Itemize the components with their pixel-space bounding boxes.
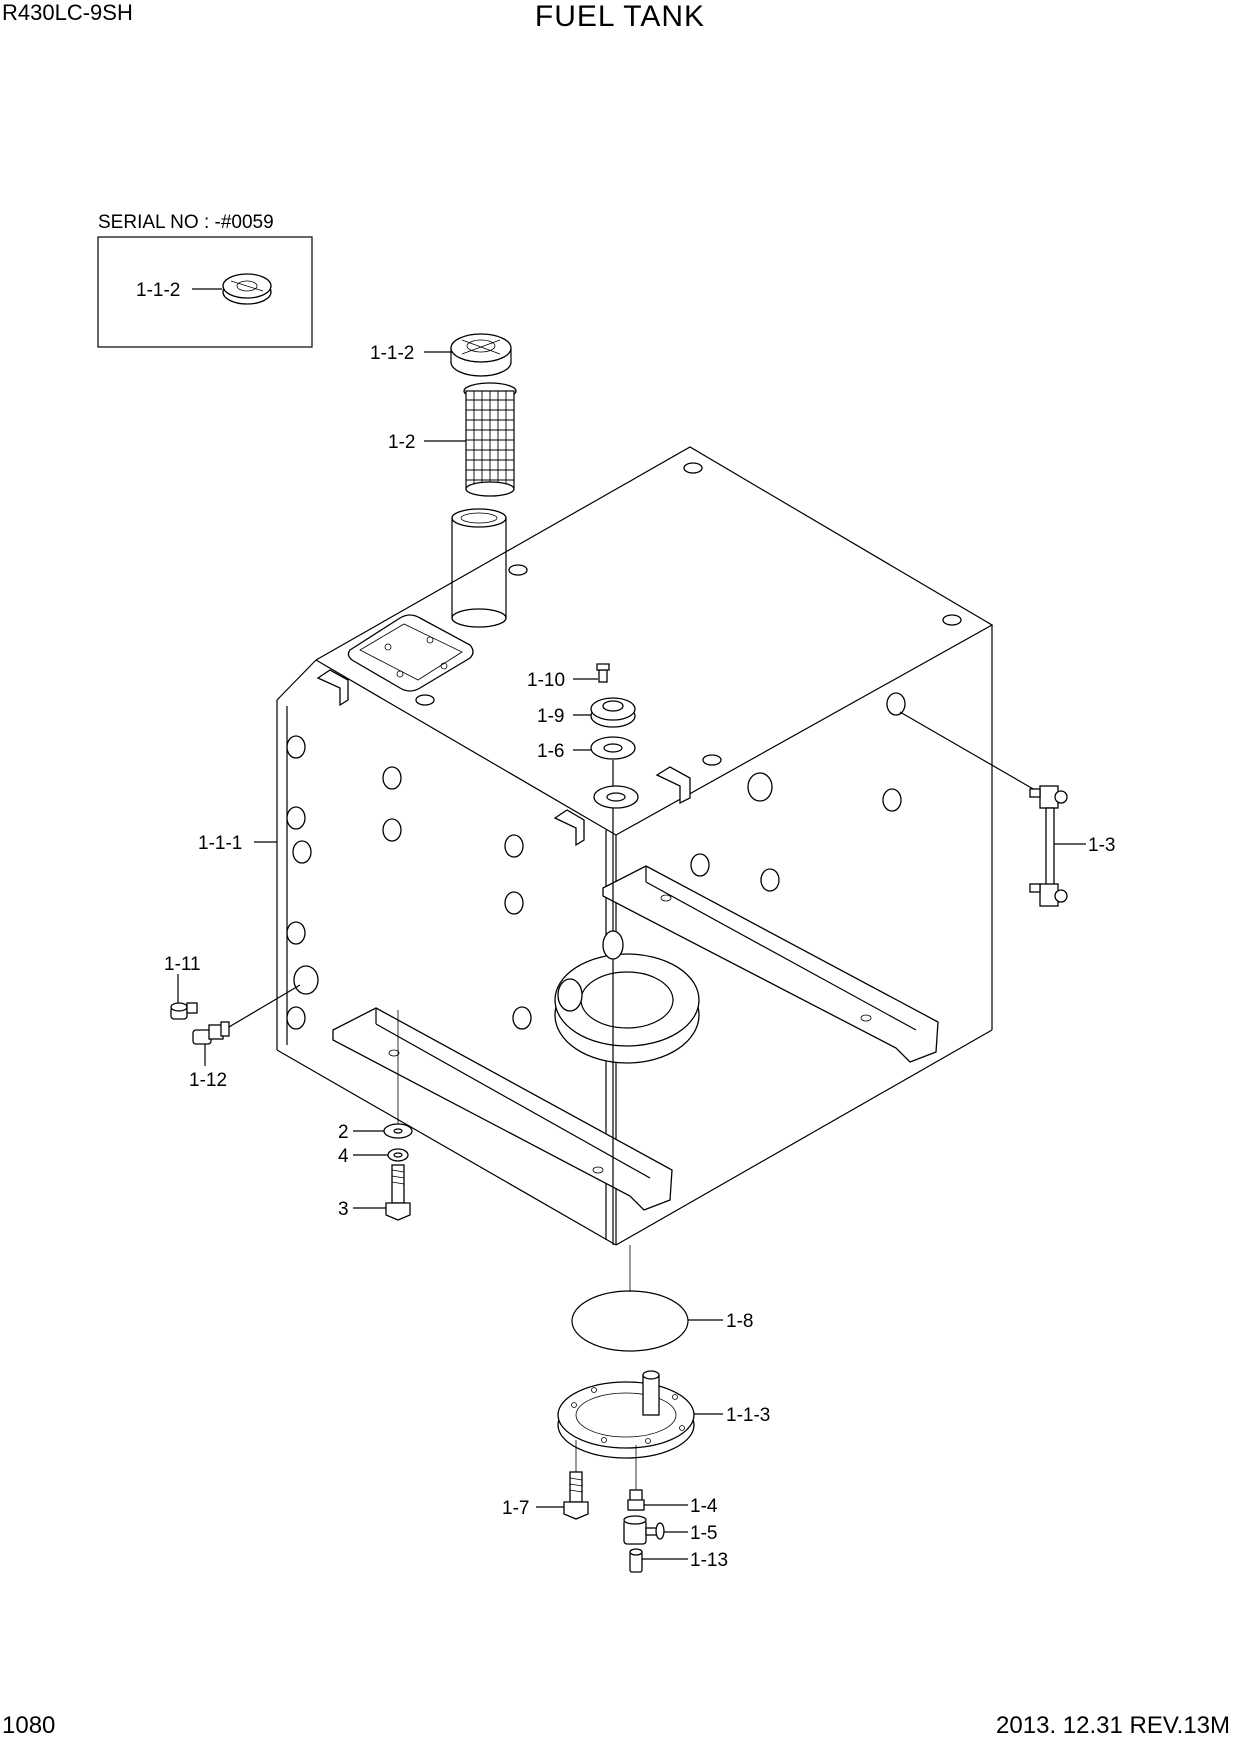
label-1-1-2: 1-1-2 [370,343,414,364]
label-1-13: 1-13 [690,1550,728,1571]
inset-fuel-cap-icon [222,273,272,305]
label-1-4: 1-4 [690,1496,718,1517]
drain-bolt-icon [563,1471,589,1520]
revision-date: 2013. 12.31 REV.13M [996,1712,1230,1739]
label-1-7: 1-7 [502,1498,529,1519]
level-gauge-icon [1029,785,1068,907]
o-ring-icon [571,1290,689,1352]
filler-neck-icon [451,508,507,628]
connector-icon [192,1021,230,1045]
drain-plug-icon [629,1548,643,1573]
label-1-1-3: 1-1-3 [726,1405,770,1426]
label-4: 4 [338,1146,349,1167]
label-1-9: 1-9 [537,706,564,727]
label-2: 2 [338,1122,349,1143]
washer-icon [383,1123,413,1139]
label-1-10: 1-10 [527,670,565,691]
inset-part-label: 1-1-2 [136,280,180,301]
gauge-bolt-icon [596,663,610,683]
serial-inset-box: 1-1-2 [97,236,313,348]
label-1-2: 1-2 [388,432,415,453]
label-1-11: 1-11 [164,954,201,975]
strainer-icon [463,382,517,497]
fuel-tank-body [276,446,994,1246]
label-1-5: 1-5 [690,1523,717,1544]
plug-icon [170,1002,198,1020]
gauge-flange-icon [593,785,639,809]
drain-valve-icon [623,1515,665,1545]
spring-washer-icon [387,1148,409,1162]
label-1-12: 1-12 [189,1070,227,1091]
tank-skid-rails [332,865,939,1211]
tank-side-bosses [286,692,906,1030]
bolt-icon [385,1164,411,1221]
page-title: FUEL TANK [534,0,706,33]
bottom-cover-icon [557,1370,695,1459]
page-number: 1080 [2,1712,56,1739]
bottom-flange [554,953,700,1064]
label-3: 3 [338,1199,349,1220]
elbow-fitting-icon [627,1489,645,1511]
label-1-6: 1-6 [537,741,564,762]
gauge-cover-icon [590,697,636,728]
label-1-3: 1-3 [1088,835,1115,856]
gauge-gasket-icon [590,736,636,760]
model-number: R430LC-9SH [2,0,133,25]
label-1-8: 1-8 [726,1311,753,1332]
fuel-cap-icon [450,333,512,377]
label-1-1-1: 1-1-1 [198,833,242,854]
serial-number-label: SERIAL NO : -#0059 [98,212,274,233]
